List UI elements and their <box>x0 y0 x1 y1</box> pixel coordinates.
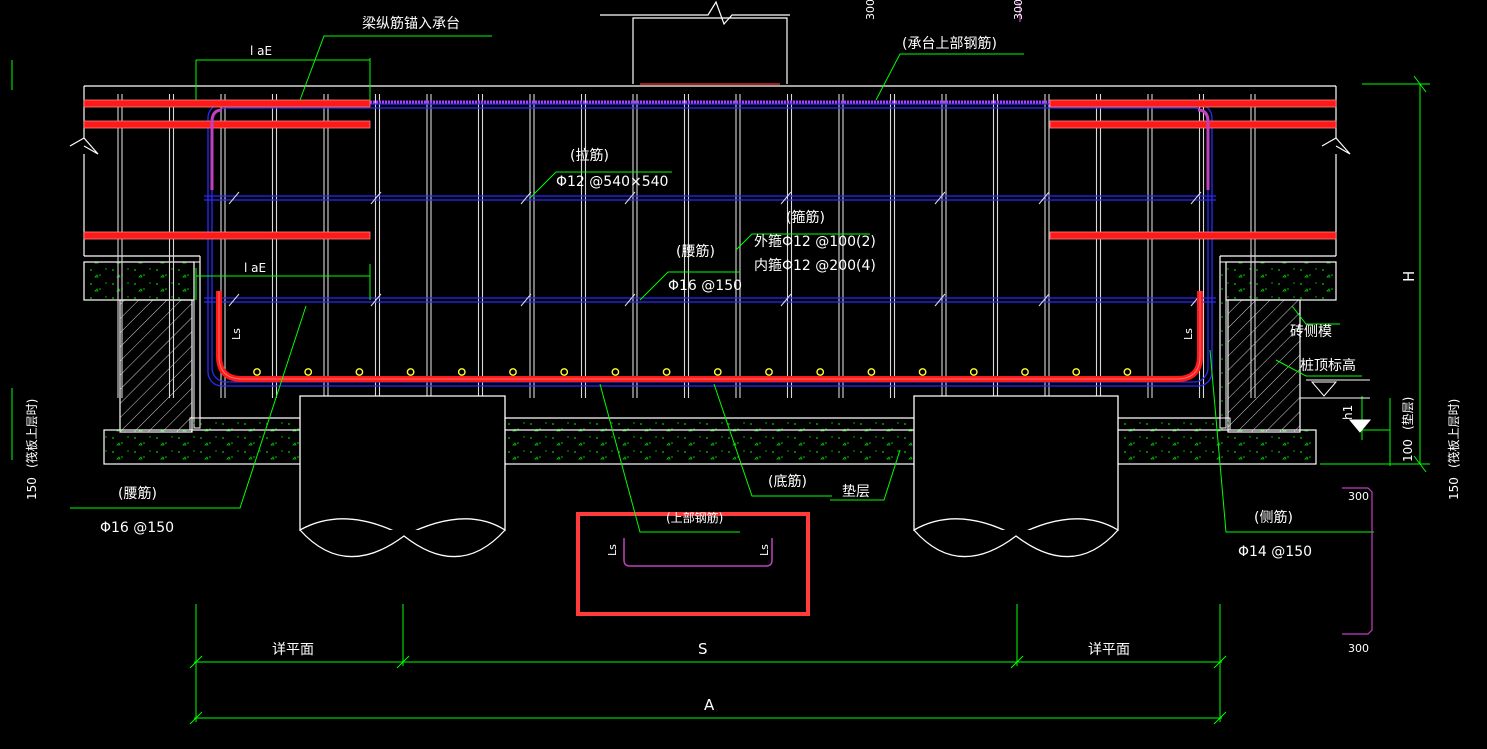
tie-tick <box>228 191 240 205</box>
vert-note-left-label: (筏板上层时) <box>25 399 39 468</box>
longitudinal-bar-dot <box>611 368 620 376</box>
dim-150-left-label: 150 <box>25 477 39 500</box>
tie-tick <box>1190 191 1202 205</box>
stirrup-outer-label: 外箍Φ12 @100(2) <box>754 233 876 250</box>
waist-spec-left-label: Φ16 @150 <box>100 520 174 536</box>
cushion-layer <box>103 417 1317 465</box>
tie-tick <box>1038 191 1050 205</box>
longitudinal-bar-dot <box>560 368 569 376</box>
bottom-rebar <box>216 291 1203 382</box>
cap-top-rebar-label: (承台上部钢筋) <box>902 35 997 52</box>
dim-300-r1-label: 300 <box>1348 490 1369 503</box>
tie-tick <box>520 191 532 205</box>
waist-spec-center-label: Φ16 @150 <box>668 278 742 294</box>
tie-spec-label: Φ12 @540×540 <box>556 174 668 190</box>
stirrup-inner-label: 内箍Φ12 @200(4) <box>754 257 876 274</box>
bottom-rebar-label: (底筋) <box>768 473 807 490</box>
longitudinal-bar-dot <box>918 368 927 376</box>
dim-pile-right-label: 详平面 <box>1088 642 1130 658</box>
dim-300-top-a-label: 300 <box>864 0 877 20</box>
vert-note-right-label: (筏板上层时) <box>1447 399 1461 468</box>
tie-tick <box>370 293 382 307</box>
longitudinal-bar-dot <box>816 368 825 376</box>
cushion-label: 垫层 <box>842 484 870 500</box>
dim-A-label: A <box>704 696 715 714</box>
waist-title-left-label: (腰筋) <box>118 485 157 502</box>
elevation-marker <box>1300 379 1372 433</box>
dim-150-right-label: 150 <box>1447 477 1461 500</box>
longitudinal-bar-dot <box>1072 368 1081 376</box>
h1-label: h1 <box>1341 405 1355 420</box>
pile-left <box>299 395 506 558</box>
dim-pile-left-label: 详平面 <box>272 642 314 658</box>
longitudinal-bar-dot <box>304 368 313 376</box>
tie-tick <box>624 191 636 205</box>
longitudinal-bar-dot <box>253 368 261 376</box>
longitudinal-bar-dot <box>1021 368 1029 376</box>
longitudinal-bar-dot <box>662 368 671 376</box>
H-label: H <box>1400 271 1418 282</box>
tie-tick <box>520 293 532 307</box>
magenta-dims <box>1015 1 1373 635</box>
tie-tick <box>370 191 382 205</box>
laE-top-label: l aE <box>250 44 272 58</box>
dim-S-label: S <box>698 640 708 658</box>
longitudinal-bar-dot <box>969 368 978 376</box>
blue-stirrup-frame <box>204 103 1216 387</box>
brick-form-label: 砖侧模 <box>1290 324 1332 340</box>
ls-detail-right-label: Ls <box>758 544 771 556</box>
top-rebar-bottom-label: (上部钢筋) <box>666 510 723 525</box>
stirrup-lines <box>117 94 1256 398</box>
ls-detail-left-label: Ls <box>606 544 619 556</box>
longitudinal-bar-dots <box>253 368 1132 376</box>
side-rebar-title-label: (侧筋) <box>1254 509 1293 526</box>
beam-rebars <box>83 99 1337 240</box>
corner-hooks <box>210 108 1210 190</box>
beam-anchor-label: 梁纵筋锚入承台 <box>362 15 460 32</box>
top-rebar-detail <box>623 538 773 567</box>
pile-top-label: 桩顶标高 <box>1300 357 1356 374</box>
left-brick-form <box>83 261 201 433</box>
highlight-box[interactable] <box>576 512 810 616</box>
longitudinal-bar-dot <box>867 368 876 376</box>
dim-300-r2-label: 300 <box>1348 642 1369 655</box>
tie-tick <box>780 191 792 205</box>
tie-tick <box>228 293 240 307</box>
side-rebar-spec-label: Φ14 @150 <box>1238 544 1312 560</box>
tie-tick <box>934 293 946 307</box>
leader-lines <box>11 35 1430 725</box>
tie-tick <box>624 293 636 307</box>
right-brick-form <box>1219 261 1337 433</box>
pile-right <box>913 395 1119 558</box>
longitudinal-bar-dot <box>1123 368 1132 376</box>
dim-100-label: 100 <box>1401 439 1415 462</box>
tie-tick <box>934 191 946 205</box>
laE-mid-label: l aE <box>244 261 266 275</box>
waist-title-center-label: (腰筋) <box>676 243 715 260</box>
longitudinal-bar-dot <box>765 368 773 376</box>
tie-ticks <box>228 191 1202 307</box>
cushion-right-label: (垫层) <box>1400 397 1415 430</box>
tie-tick <box>1038 293 1050 307</box>
ls-right-label: Ls <box>1182 328 1195 340</box>
tie-tick <box>780 293 792 307</box>
ls-left-label: Ls <box>230 328 243 340</box>
longitudinal-bar-dot <box>713 368 722 376</box>
longitudinal-bar-dot <box>355 368 364 376</box>
tie-title-label: (拉筋) <box>570 147 609 164</box>
dim-300-top-b-label: 300 <box>1012 0 1025 20</box>
longitudinal-bar-dot <box>406 368 415 376</box>
stirrup-title-label: (箍筋) <box>786 209 825 226</box>
longitudinal-bar-dot <box>509 368 517 376</box>
longitudinal-bar-dot <box>457 368 466 376</box>
column-stub <box>600 0 790 85</box>
